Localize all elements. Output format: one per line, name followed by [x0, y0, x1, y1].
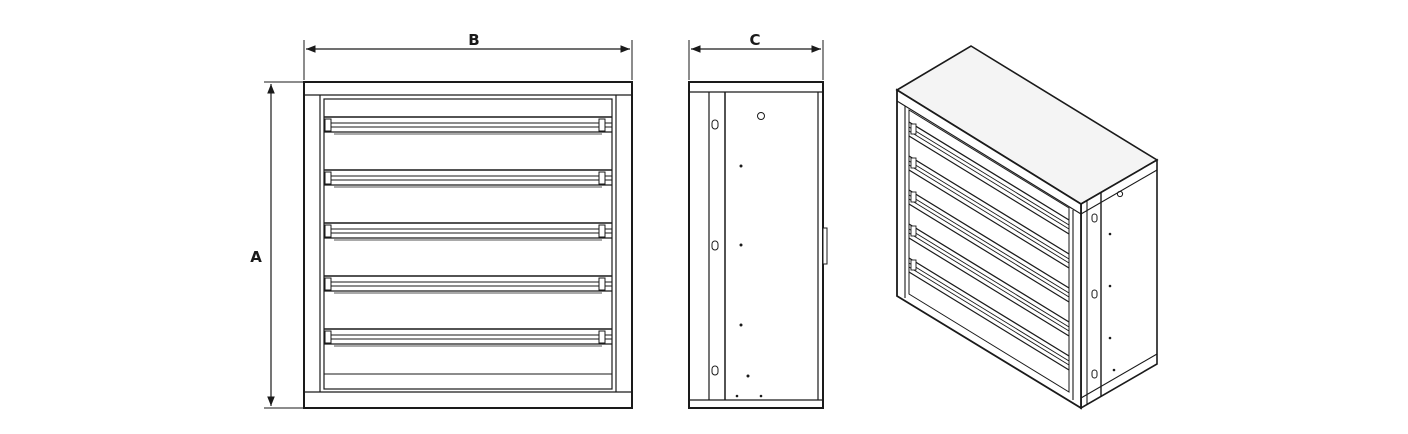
iso-louver-blade [908, 155, 1070, 269]
side-rivet-4 [746, 374, 750, 378]
dim-label-b: B [468, 31, 479, 49]
iso-louver-hinge [910, 123, 917, 135]
iso-louver-hinge [910, 157, 917, 169]
louver-hinge-right [598, 330, 606, 344]
iso-louver-crease [908, 262, 1070, 362]
iso-louver-top-edge [908, 189, 1070, 289]
louver-hinge-right [598, 171, 606, 185]
side-rivet-1 [739, 164, 743, 168]
front-louver-blade [324, 328, 612, 347]
side-slot-3 [711, 365, 719, 376]
iso-louver-hinge [910, 259, 917, 271]
front-louver-blade [324, 275, 612, 294]
dimension-c: C [688, 31, 824, 80]
iso-louver-fold [908, 130, 1070, 230]
front-louver-blade [324, 169, 612, 188]
iso-side-rivet-1 [1108, 232, 1112, 236]
iso-louver-bottom-edge [908, 135, 1070, 235]
iso-louver-bottom-edge [908, 271, 1070, 371]
iso-louver-hinge [910, 225, 917, 237]
iso-side-rivet-2 [1108, 284, 1112, 288]
iso-louver-fold [908, 266, 1070, 366]
side-rivet-3 [739, 323, 743, 327]
iso-side-mount-hole [1116, 190, 1124, 198]
iso-louver-blade [908, 121, 1070, 235]
side-rivet-5 [735, 394, 739, 398]
side-elevation [688, 81, 828, 409]
iso-front-opening [908, 109, 1070, 393]
iso-louver-top-edge [908, 223, 1070, 323]
iso-side-slot-3 [1091, 369, 1098, 379]
iso-front-face [896, 88, 1082, 410]
iso-louver-blade [908, 189, 1070, 303]
side-mount-hole [757, 112, 765, 120]
louver-hinge-left [324, 224, 332, 238]
iso-louver-fold [908, 198, 1070, 298]
iso-louver-hinge [910, 191, 917, 203]
iso-louver-top-edge [908, 155, 1070, 255]
front-louver-blade [324, 222, 612, 241]
side-outer-frame [688, 81, 824, 409]
iso-louver-top-edge [908, 257, 1070, 357]
iso-louvers [908, 121, 1070, 371]
iso-louver-crease [908, 194, 1070, 294]
iso-side-slot-2 [1091, 289, 1098, 299]
side-rivet-2 [739, 243, 743, 247]
iso-louver-fold [908, 164, 1070, 264]
dimension-b: B [303, 31, 633, 80]
iso-front-top-band [896, 100, 1082, 215]
iso-louver-bottom-edge [908, 237, 1070, 337]
iso-louver-crease [908, 160, 1070, 260]
front-outer-frame [303, 81, 633, 409]
front-inner-opening [323, 98, 613, 390]
louver-hinge-left [324, 118, 332, 132]
dimension-a: A [250, 81, 304, 409]
iso-side-slot-1 [1091, 213, 1098, 223]
dim-label-a: A [250, 248, 262, 266]
side-slot-1 [711, 119, 719, 130]
front-louver-blade [324, 116, 612, 135]
side-slot-2 [711, 240, 719, 251]
front-louvers [324, 116, 612, 347]
dim-label-c: C [749, 31, 760, 49]
iso-louver-bottom-edge [908, 203, 1070, 303]
louver-hinge-right [598, 224, 606, 238]
louver-hinge-right [598, 277, 606, 291]
front-elevation [303, 81, 633, 409]
iso-louver-blade [908, 223, 1070, 337]
iso-louver-top-edge [908, 121, 1070, 221]
iso-side-rivet-4 [1112, 368, 1116, 372]
iso-side-rivet-3 [1108, 336, 1112, 340]
iso-louver-crease [908, 228, 1070, 328]
iso-louver-bottom-edge [908, 169, 1070, 269]
isometric-view [895, 45, 1159, 410]
side-rear-bracket [822, 227, 828, 265]
louver-hinge-left [324, 330, 332, 344]
iso-louver-fold [908, 232, 1070, 332]
iso-louver-blade [908, 257, 1070, 371]
iso-side-bottom-band [1080, 353, 1158, 399]
iso-louver-crease [908, 126, 1070, 226]
louver-hinge-left [324, 277, 332, 291]
louver-hinge-left [324, 171, 332, 185]
side-rivet-6 [759, 394, 763, 398]
louver-hinge-right [598, 118, 606, 132]
